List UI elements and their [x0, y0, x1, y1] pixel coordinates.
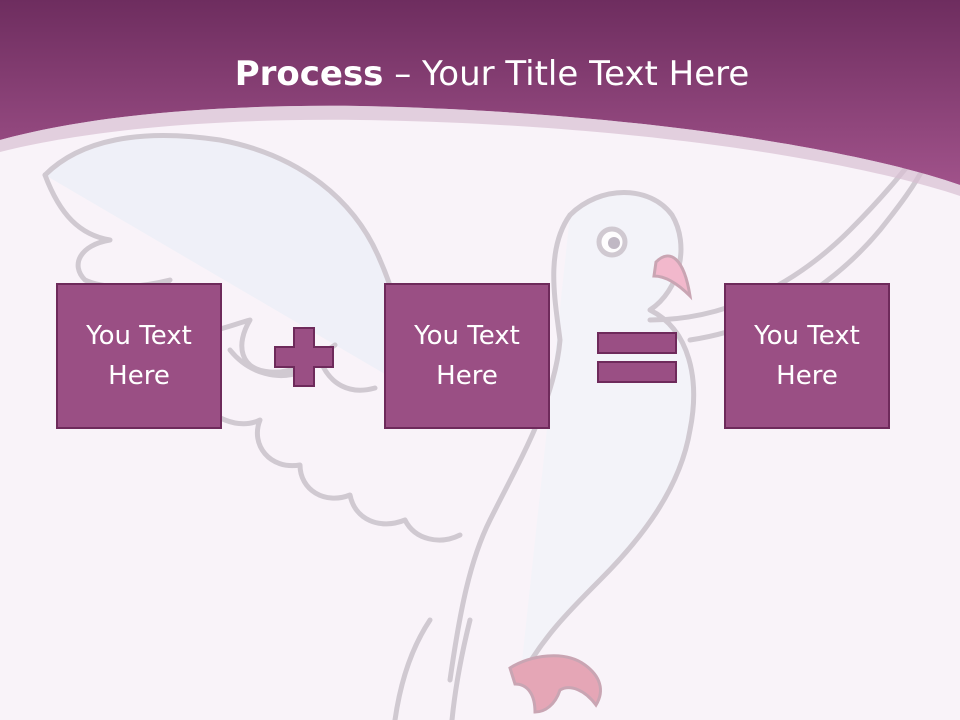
plus-icon: [274, 327, 334, 387]
title-bold: Process: [234, 54, 384, 94]
equals-icon: [597, 332, 677, 383]
slide-title: Process – Your Title Text Here: [0, 48, 960, 100]
process-box-1[interactable]: You Text Here: [56, 283, 222, 429]
process-box-1-label: You Text Here: [86, 321, 192, 391]
header-band: [0, 0, 960, 196]
process-box-3-label: You Text Here: [754, 321, 860, 391]
process-box-2[interactable]: You Text Here: [384, 283, 550, 429]
process-box-2-label: You Text Here: [414, 321, 520, 391]
title-rest: – Your Title Text Here: [383, 54, 750, 94]
process-box-3[interactable]: You Text Here: [724, 283, 890, 429]
